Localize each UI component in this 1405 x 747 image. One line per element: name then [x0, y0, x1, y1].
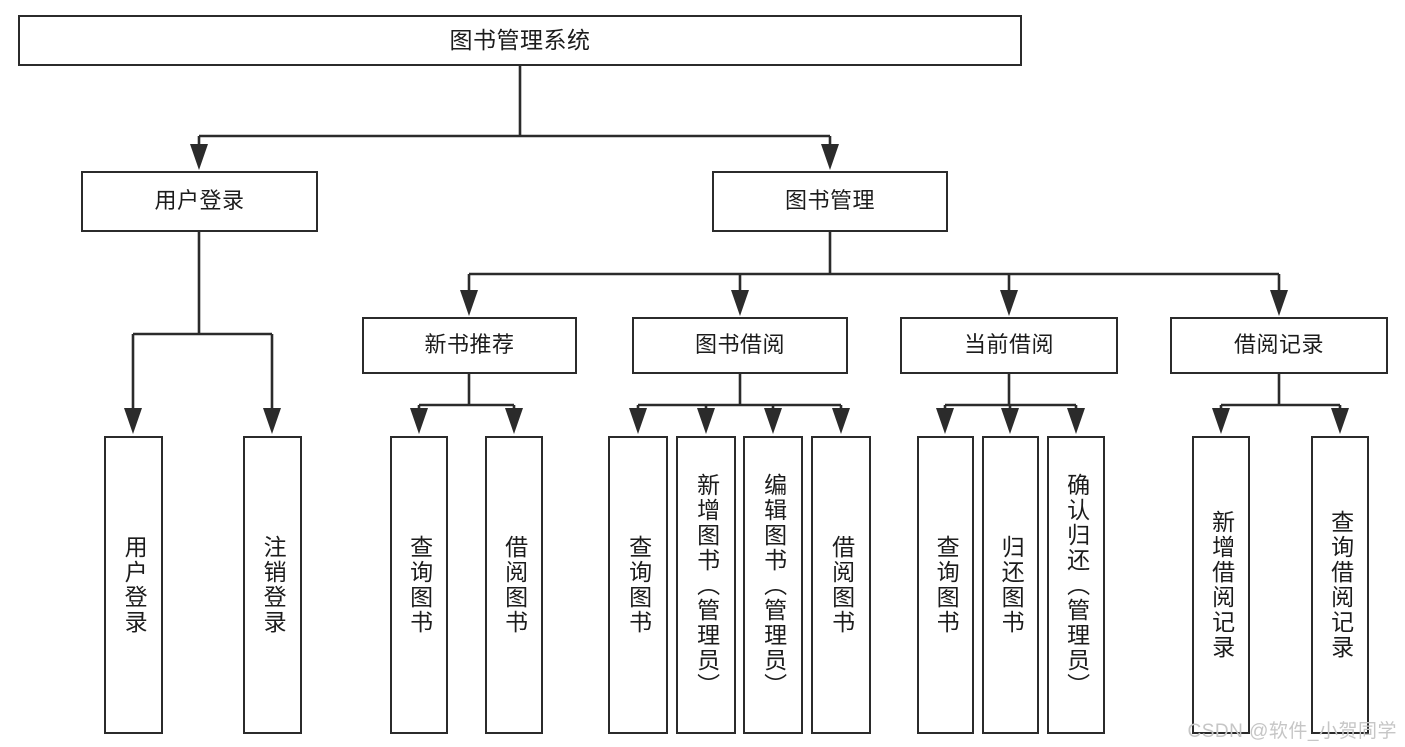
leaf-query-book-recommend[interactable]: 查询图书 [390, 436, 448, 734]
node-book-borrow[interactable]: 图书借阅 [632, 317, 848, 374]
arrowhead-leaf-edit-book-admin [764, 408, 782, 434]
arrowhead-leaf-query-book-recommend [410, 408, 428, 434]
leaf-user-login[interactable]: 用户登录 [104, 436, 163, 734]
arrowhead-leaf-borrow-book-recommend [505, 408, 523, 434]
node-label: 借阅图书 [828, 535, 855, 635]
node-label: 用户登录 [121, 535, 148, 635]
node-label: 注销登录 [260, 535, 287, 635]
arrowhead-leaf-query-borrow-record [1331, 408, 1349, 434]
leaf-query-book-current[interactable]: 查询图书 [917, 436, 974, 734]
node-label: 查询图书 [406, 535, 433, 635]
node-user-login[interactable]: 用户登录 [81, 171, 318, 232]
node-label: 借阅图书 [501, 535, 528, 635]
node-label: 编辑图书（管理员） [760, 472, 787, 698]
arrowhead-leaf-confirm-return-admin [1067, 408, 1085, 434]
leaf-confirm-return-admin[interactable]: 确认归还（管理员） [1047, 436, 1105, 734]
arrowhead-current-borrow [1000, 290, 1018, 316]
watermark-text: CSDN @软件_小贺同学 [1187, 721, 1397, 742]
arrowhead-leaf-query-book-borrow [629, 408, 647, 434]
leaf-add-borrow-record[interactable]: 新增借阅记录 [1192, 436, 1250, 734]
arrowhead-leaf-return-book [1001, 408, 1019, 434]
node-label: 图书管理 [784, 188, 875, 214]
leaf-add-book-admin[interactable]: 新增图书（管理员） [676, 436, 736, 734]
node-label: 新增借阅记录 [1208, 510, 1235, 660]
node-label: 图书管理系统 [449, 26, 591, 53]
node-root-system[interactable]: 图书管理系统 [18, 15, 1022, 66]
leaf-edit-book-admin[interactable]: 编辑图书（管理员） [743, 436, 803, 734]
node-label: 查询图书 [625, 535, 652, 635]
node-label: 新增图书（管理员） [693, 472, 720, 698]
arrowhead-user-login [190, 144, 208, 170]
arrowhead-book-borrow [731, 290, 749, 316]
node-label: 新书推荐 [424, 332, 515, 358]
node-label: 查询借阅记录 [1327, 510, 1354, 660]
leaf-borrow-book[interactable]: 借阅图书 [811, 436, 871, 734]
arrowhead-leaf-logout-login [263, 408, 281, 434]
node-label: 用户登录 [154, 188, 245, 214]
arrowhead-new-book-recommend [460, 290, 478, 316]
arrowhead-book-management [821, 144, 839, 170]
node-label: 确认归还（管理员） [1063, 472, 1090, 698]
arrowhead-leaf-user-login [124, 408, 142, 434]
node-new-book-recommend[interactable]: 新书推荐 [362, 317, 577, 374]
leaf-query-borrow-record[interactable]: 查询借阅记录 [1311, 436, 1369, 734]
node-label: 归还图书 [998, 535, 1025, 635]
node-label: 当前借阅 [963, 332, 1054, 358]
arrowhead-borrow-record [1270, 290, 1288, 316]
arrowhead-leaf-query-book-current [936, 408, 954, 434]
leaf-logout-login[interactable]: 注销登录 [243, 436, 302, 734]
node-borrow-record[interactable]: 借阅记录 [1170, 317, 1388, 374]
node-label: 借阅记录 [1233, 332, 1324, 358]
node-current-borrow[interactable]: 当前借阅 [900, 317, 1118, 374]
node-label: 查询图书 [933, 535, 960, 635]
leaf-return-book[interactable]: 归还图书 [982, 436, 1039, 734]
arrowhead-leaf-add-book-admin [697, 408, 715, 434]
arrowhead-leaf-add-borrow-record [1212, 408, 1230, 434]
node-book-management[interactable]: 图书管理 [712, 171, 948, 232]
node-label: 图书借阅 [694, 332, 785, 358]
leaf-borrow-book-recommend[interactable]: 借阅图书 [485, 436, 543, 734]
arrowhead-leaf-borrow-book [832, 408, 850, 434]
leaf-query-book-borrow[interactable]: 查询图书 [608, 436, 668, 734]
